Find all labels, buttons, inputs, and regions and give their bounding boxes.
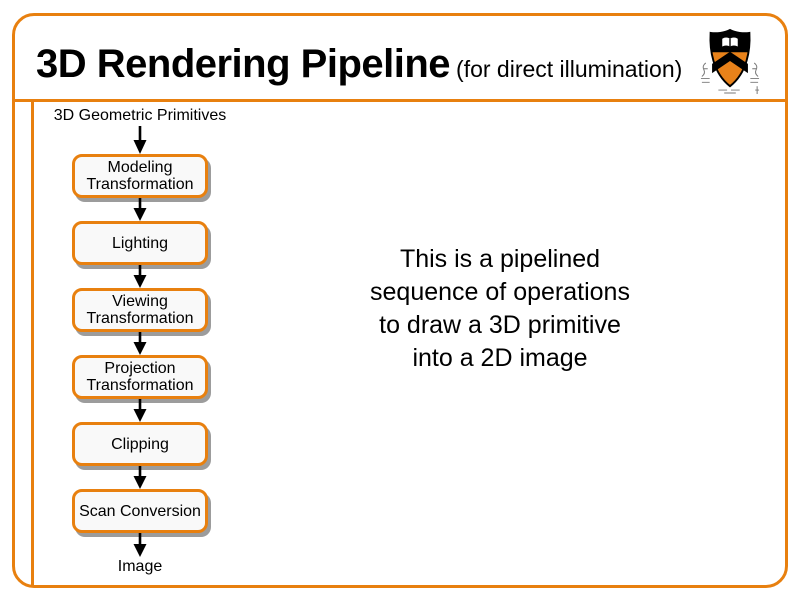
arrow-down-icon bbox=[133, 126, 147, 154]
note-line: to draw a 3D primitive bbox=[379, 311, 621, 339]
note-line: This is a pipelined bbox=[399, 245, 601, 273]
pipeline-stage-viewing-transformation: Viewing Transformation bbox=[72, 288, 208, 332]
arrow-down-icon bbox=[133, 399, 147, 422]
pipeline-stage-clipping: Clipping bbox=[72, 422, 208, 466]
pipeline-stage-modeling-transformation: Modeling Transformation bbox=[72, 154, 208, 198]
arrow-down-icon bbox=[133, 466, 147, 489]
pipeline-stage-projection-transformation: Projection Transformation bbox=[72, 355, 208, 399]
note-line: sequence of operations bbox=[370, 278, 630, 306]
pipeline-stage-lighting: Lighting bbox=[72, 221, 208, 265]
arrow-down-icon bbox=[133, 533, 147, 557]
page-subtitle: (for direct illumination) bbox=[456, 56, 683, 82]
princeton-shield-icon bbox=[699, 25, 761, 97]
title-divider-line bbox=[12, 99, 788, 102]
shield-decoration bbox=[700, 62, 760, 94]
arrow-down-icon bbox=[133, 332, 147, 355]
arrow-down-icon bbox=[133, 265, 147, 288]
note-line: into a 2D image bbox=[412, 344, 588, 372]
slide-border bbox=[12, 13, 788, 588]
pipeline-input-label: 3D Geometric Primitives bbox=[53, 107, 227, 124]
pipeline-note: This is a pipelined sequence of operatio… bbox=[340, 243, 660, 375]
arrow-down-icon bbox=[133, 198, 147, 221]
pipeline-flowchart: 3D Geometric Primitives Modeling Transfo… bbox=[47, 106, 233, 577]
pipeline-output-label: Image bbox=[117, 558, 163, 575]
pipeline-stage-scan-conversion: Scan Conversion bbox=[72, 489, 208, 533]
page-title: 3D Rendering Pipeline bbox=[36, 42, 451, 86]
title-bar: 3D Rendering Pipeline(for direct illumin… bbox=[36, 44, 696, 93]
left-rule-line bbox=[31, 99, 34, 585]
